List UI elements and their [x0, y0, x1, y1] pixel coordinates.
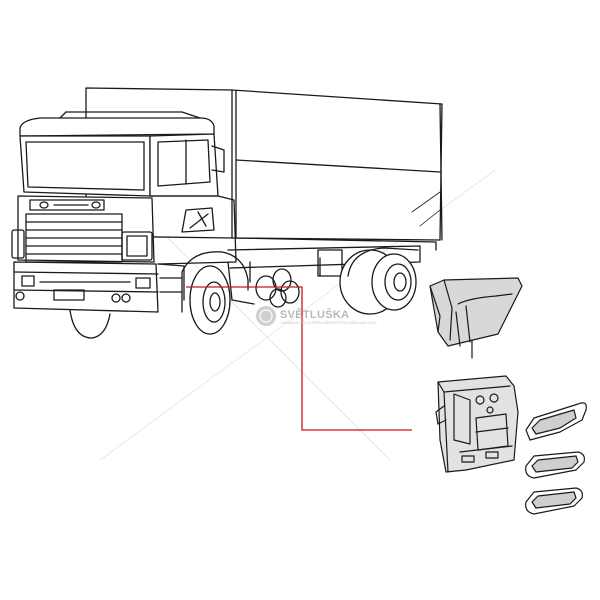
step-tread-2-part [525, 451, 585, 479]
truck-illustration [11, 87, 443, 339]
step-tread-1-part [525, 402, 587, 441]
step-panel-part [435, 375, 519, 473]
front-wheels [69, 265, 231, 339]
tanks [255, 268, 300, 308]
step-tread-3-part [525, 487, 583, 515]
watermark-brand: SVĚTLUŠKA [280, 308, 349, 321]
watermark-logo: SVĚTLUŠKA NÁHRADNÍ DÍLY & PŘÍSLUŠENSTVÍ … [256, 306, 378, 326]
leader-line [186, 286, 412, 431]
rear-wheels [339, 247, 419, 315]
chassis [227, 245, 421, 283]
logo-circle-icon [256, 306, 276, 326]
watermark-tagline: NÁHRADNÍ DÍLY & PŘÍSLUŠENSTVÍ PRO NÁKLAD… [281, 320, 378, 325]
fender-panel-part [429, 277, 523, 359]
cab [11, 111, 255, 313]
